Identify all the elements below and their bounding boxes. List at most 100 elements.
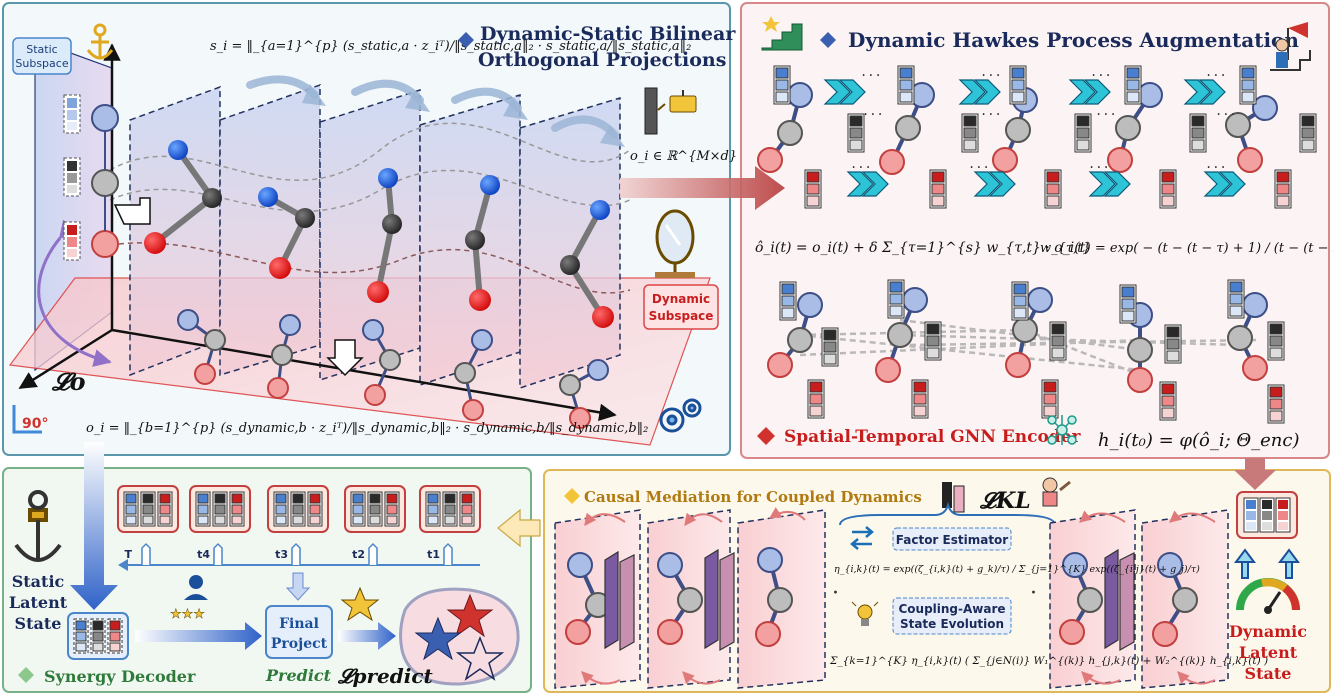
timeline-label-t4: t4 [197,548,210,561]
eq-coupling-sum: Σ_{k=1}^{K} η_{i,k}(t) ( Σ_{j∈N(i)} W₁^{… [829,655,1268,667]
static-latent-vector [67,612,129,660]
timeline-label-T: T [124,548,132,561]
projection-planes [129,83,621,390]
svg-text:...: ... [968,157,990,171]
causal-filter-blocks [604,548,1135,652]
coupling-label-1: Coupling-Aware [898,602,1005,616]
flow-arrow-down [70,442,118,610]
flow-arrow-to-decoder [497,508,541,548]
climber-icon [1270,22,1311,71]
final-project-label-1: Final [279,616,319,632]
loss-kl: 𝓛KL [979,488,1031,514]
factor-estimator-box [892,527,1012,551]
factor-bar-icon [942,482,965,513]
title-synergy-decoder: Synergy Decoder [44,667,196,686]
gauge-icon [1236,578,1300,614]
svg-text:...: ... [980,104,1002,118]
timeline-axis: T t4 t3 t2 t1 [118,542,480,571]
title-gnn-encoder: Spatial-Temporal GNN Encoder [784,427,1082,447]
loss-predict: 𝓛predict [337,664,434,688]
svg-text:Static: Static [26,43,57,56]
title-projection-line2: Orthogonal Projections [478,49,726,71]
loss-orthogonal: 𝓛o [51,367,85,396]
diamond-bullet-causal [564,488,580,504]
hawkes-feature-vectors [773,65,1317,209]
svg-text:...: ... [1205,65,1227,79]
rating-icon: ★★★ [170,575,208,622]
diamond-bullet [458,32,474,48]
anchor-icon-large [14,490,62,562]
svg-text:Dynamic: Dynamic [652,292,710,306]
title-causal: Causal Mediation for Coupled Dynamics [584,488,922,506]
static-feature-vectors [63,94,81,261]
static-latent-label-3: State [15,614,62,633]
coupling-label-2: State Evolution [900,617,1004,631]
eq-o-space: o_i ∈ ℝ^{M×d} [630,149,737,164]
factor-estimator-icon [850,526,874,550]
factor-estimator-label: Factor Estimator [896,533,1009,547]
timeline-vectors [117,485,481,533]
ellipsis-marks: ............ ............ ............ [850,65,1237,171]
diamond-bullet-gnn [757,427,775,445]
flow-arrow-static-to-final [135,622,262,650]
network-icon [1047,415,1077,445]
flow-arrow-final-to-output [338,622,396,650]
svg-text:Subspace: Subspace [649,309,714,323]
ellipsis-right: · [1030,581,1037,606]
svg-text:...: ... [980,65,1002,79]
svg-text:...: ... [862,104,884,118]
angle-90-icon: 90° [12,405,48,434]
eq-dynamic-projection: o_i = ‖_{b=1}^{p} (s_dynamic,b · z_iᵀ)/‖… [86,421,648,436]
svg-text:...: ... [1215,104,1237,118]
hand-pointer-icon [113,197,151,225]
eq-hawkes: ô_i(t) = o_i(t) + δ Σ_{τ=1}^{s} w_{τ,t} … [755,240,1091,256]
timeline-label-t2: t2 [352,548,365,561]
chevron-arrows [823,79,1246,197]
prediction-stars [414,593,505,681]
flow-arrow-to-hawkes [620,166,785,210]
star-icon [340,586,380,622]
svg-text:...: ... [850,157,872,171]
ellipsis-left: · [832,581,839,606]
lightbulb-icon [851,601,879,626]
timeline-label-t3: t3 [275,548,288,561]
thinker-icon [1042,477,1071,507]
up-arrows [1234,548,1300,579]
molecule-atoms [144,140,614,328]
dynamic-latent-vector [1236,491,1298,539]
dynamic-projected-nodes [177,309,609,429]
svg-text:Subspace: Subspace [15,57,68,70]
coupling-box [892,597,1012,635]
static-latent-label-2: Latent [9,593,68,612]
svg-text:...: ... [1088,157,1110,171]
svg-text:90°: 90° [22,416,48,432]
final-project-box [265,605,333,659]
flow-arrow-final [285,572,311,601]
eq-hawkes-weight: w_{τ,t} = exp( − (t − (t − τ) + 1) / (t … [1040,241,1333,256]
title-projection-line1: Dynamic-Static Bilinear [480,23,736,45]
final-project-label-2: Project [271,636,328,652]
projector-icon [644,87,697,135]
diamond-bullet-decoder [18,667,34,683]
dynamic-latent-label-1: Dynamic [1229,622,1307,641]
diamond-bullet-hawkes [820,32,836,48]
static-nodes [91,104,119,258]
static-subspace-badge: Static Subspace [12,37,72,75]
anchor-icon [86,23,114,60]
svg-text:...: ... [1095,104,1117,118]
predict-label: Predict [265,666,332,685]
causal-curved-arrows [581,507,1216,685]
svg-text:...: ... [1205,157,1227,171]
eq-eta: η_{i,k}(t) = exp((ζ_{i,k}(t) + g_k)/τ) /… [834,564,1200,575]
hand-down-icon [326,339,364,377]
svg-text:★★★: ★★★ [170,607,205,622]
dynamic-subspace-badge: Dynamic Subspace [643,284,719,330]
brace [839,501,1056,526]
svg-text:...: ... [860,65,882,79]
flow-arrow-to-latent [1234,458,1276,490]
static-latent-label-1: Static [12,572,65,591]
dynamic-latent-label-2: Latent [1239,643,1298,662]
gnn-feature-vectors [779,279,1285,424]
stairs-icon [761,16,803,51]
